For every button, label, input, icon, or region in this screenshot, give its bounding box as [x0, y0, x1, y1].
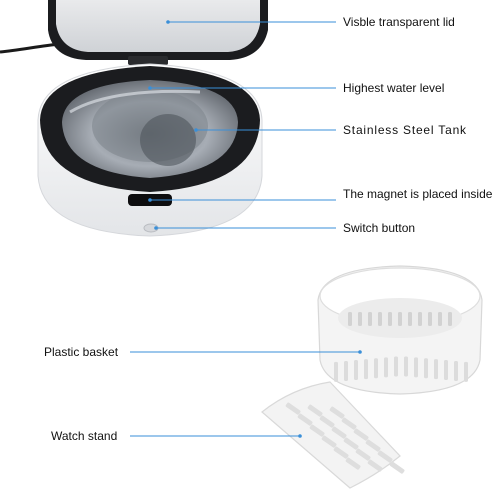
basket-slot [404, 356, 408, 377]
watch-stand [261, 381, 405, 489]
stand-slot [329, 406, 345, 419]
label-tank: Stainless Steel Tank [343, 123, 467, 137]
basket-slots [334, 312, 468, 382]
stainless-steel-tank [62, 80, 238, 178]
leader-lines [130, 21, 360, 437]
basket-inner-slot [418, 312, 422, 326]
leader-dot-switch [154, 226, 158, 230]
basket-slot [444, 360, 448, 381]
stand-slot [365, 439, 381, 452]
hinge [128, 56, 168, 65]
stand-slot [297, 413, 313, 426]
label-magnet: The magnet is placed inside [343, 187, 493, 201]
stand-slot [309, 424, 325, 437]
basket-inner-slot [438, 312, 442, 326]
stand-slot [353, 428, 369, 441]
label-lid: Visble transparent lid [343, 15, 455, 29]
label-basket: Plastic basket [44, 345, 119, 359]
stand-slot [285, 402, 301, 415]
basket-inner-slot [358, 312, 362, 326]
stand-slot [321, 435, 337, 448]
basket-slot [354, 360, 358, 381]
stand-slot [341, 417, 357, 430]
leader-dot-magnet [148, 198, 152, 202]
power-cord [0, 42, 61, 54]
basket-slot [394, 356, 398, 377]
label-switch: Switch button [343, 221, 416, 235]
basket-inner-slot [448, 312, 452, 326]
basket-inner-slot [348, 312, 352, 326]
basket-slot [344, 360, 348, 381]
basket-slot [464, 361, 468, 382]
basket-slot [334, 361, 338, 382]
label-water-level: Highest water level [343, 81, 445, 95]
basket-inner-slot [368, 312, 372, 326]
label-watch-stand: Watch stand [51, 429, 118, 443]
transparent-lid [48, 0, 268, 60]
stand-slot [389, 461, 405, 474]
leader-dot-watch-stand [298, 434, 302, 438]
basket-slot [424, 358, 428, 379]
stand-slot [307, 404, 323, 417]
basket-slot [374, 358, 378, 379]
basket-inner-slot [378, 312, 382, 326]
leader-dot-lid [166, 20, 170, 24]
basket-slot [434, 359, 438, 380]
leader-dot-water-level [148, 86, 152, 90]
basket-slot [454, 360, 458, 381]
basket-inner-slot [388, 312, 392, 326]
leader-dot-tank [194, 128, 198, 132]
stand-slots [285, 402, 405, 474]
basket-slot [384, 357, 388, 378]
leader-dot-basket [358, 350, 362, 354]
basket-inner-slot [428, 312, 432, 326]
stand-slot [343, 437, 359, 450]
stand-slot [355, 448, 371, 461]
stand-slot [377, 450, 393, 463]
basket-slot [364, 359, 368, 380]
plastic-basket [317, 265, 483, 395]
stand-slot [319, 415, 335, 428]
stand-slot [345, 457, 361, 470]
stand-slot [367, 459, 383, 472]
basket-slot [414, 357, 418, 378]
stand-slot [331, 426, 347, 439]
stand-slot [333, 446, 349, 459]
basket-inner-slot [398, 312, 402, 326]
basket-inner-slot [408, 312, 412, 326]
